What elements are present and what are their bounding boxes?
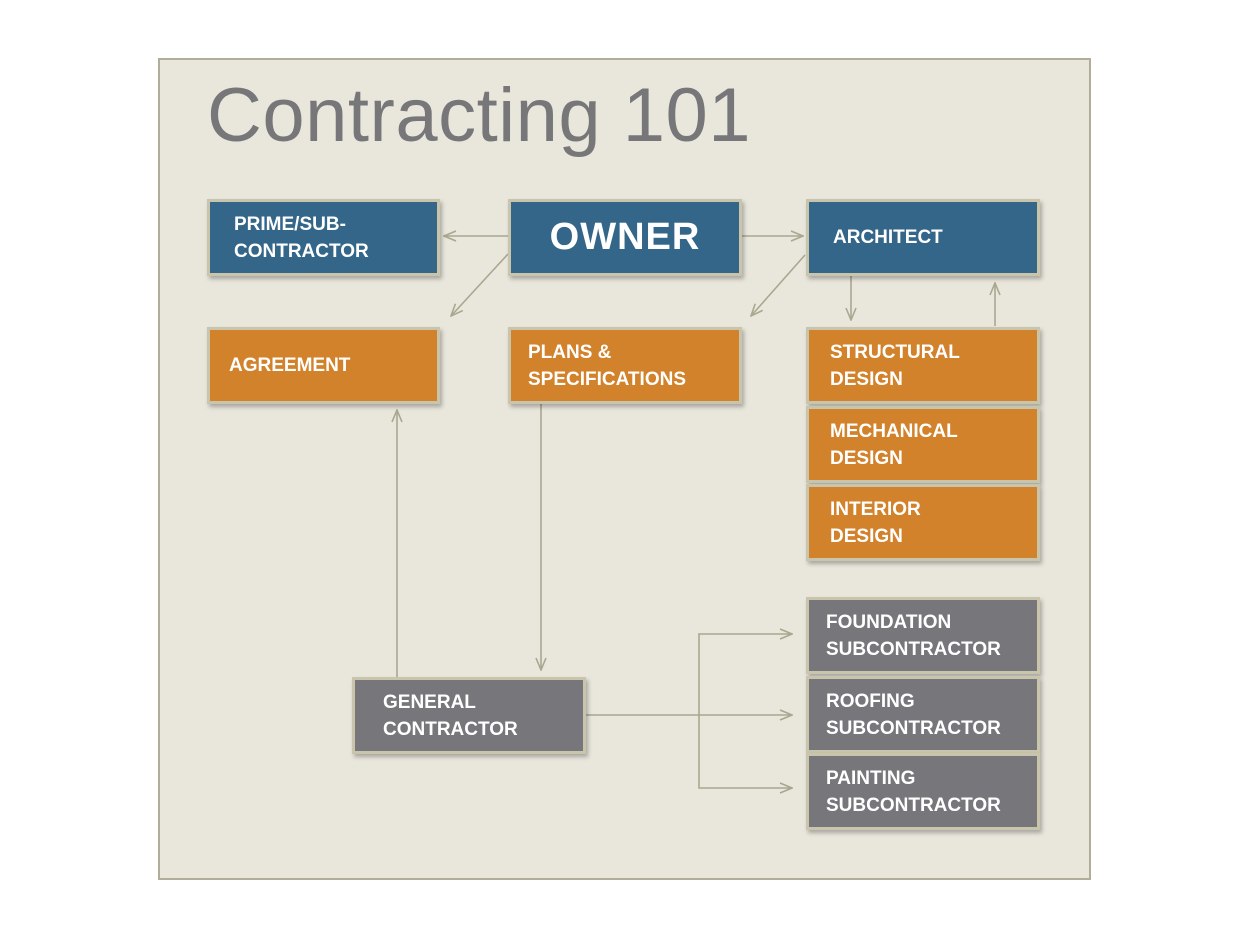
painting-line2: SUBCONTRACTOR <box>826 794 1001 816</box>
general-contractor-node: GENERAL CONTRACTOR <box>352 677 586 754</box>
architect-node: ARCHITECT <box>806 199 1040 276</box>
architect-label: ARCHITECT <box>833 227 943 248</box>
plans-line1: PLANS & <box>528 341 612 363</box>
prime-sub-contractor-node: PRIME/SUB- CONTRACTOR <box>207 199 440 276</box>
prime-sub-line1: PRIME/SUB- <box>234 213 346 235</box>
painting-subcontractor-node: PAINTING SUBCONTRACTOR <box>806 753 1040 830</box>
prime-sub-line2: CONTRACTOR <box>234 240 369 262</box>
edge-owner-to-agreement <box>451 253 509 316</box>
owner-label: OWNER <box>549 216 701 258</box>
edge-architect-to-plans <box>751 254 806 316</box>
plans-specifications-node: PLANS & SPECIFICATIONS <box>508 327 742 404</box>
interior-design-node: INTERIOR DESIGN <box>806 484 1040 561</box>
interior-line2: DESIGN <box>830 525 903 547</box>
agreement-label: AGREEMENT <box>229 355 351 376</box>
painting-line1: PAINTING <box>826 767 916 789</box>
roofing-subcontractor-node: ROOFING SUBCONTRACTOR <box>806 676 1040 753</box>
foundation-line2: SUBCONTRACTOR <box>826 638 1001 660</box>
structural-line2: DESIGN <box>830 368 903 390</box>
structural-line1: STRUCTURAL <box>830 341 960 363</box>
mechanical-design-node: MECHANICAL DESIGN <box>806 406 1040 483</box>
plans-line2: SPECIFICATIONS <box>528 368 686 390</box>
edge-general-contractor-to-foundation <box>698 634 792 715</box>
owner-node: OWNER <box>508 199 742 276</box>
structural-design-node: STRUCTURAL DESIGN <box>806 327 1040 404</box>
roofing-line1: ROOFING <box>826 690 915 712</box>
diagram-title: Contracting 101 <box>207 73 752 158</box>
roofing-line2: SUBCONTRACTOR <box>826 717 1001 739</box>
edge-general-contractor-to-painting <box>698 715 792 788</box>
mechanical-line2: DESIGN <box>830 447 903 469</box>
interior-line1: INTERIOR <box>830 498 921 520</box>
foundation-subcontractor-node: FOUNDATION SUBCONTRACTOR <box>806 597 1040 674</box>
general-contractor-line2: CONTRACTOR <box>383 718 518 740</box>
mechanical-line1: MECHANICAL <box>830 420 958 442</box>
foundation-line1: FOUNDATION <box>826 611 952 633</box>
agreement-node: AGREEMENT <box>207 327 440 404</box>
general-contractor-line1: GENERAL <box>383 691 476 713</box>
